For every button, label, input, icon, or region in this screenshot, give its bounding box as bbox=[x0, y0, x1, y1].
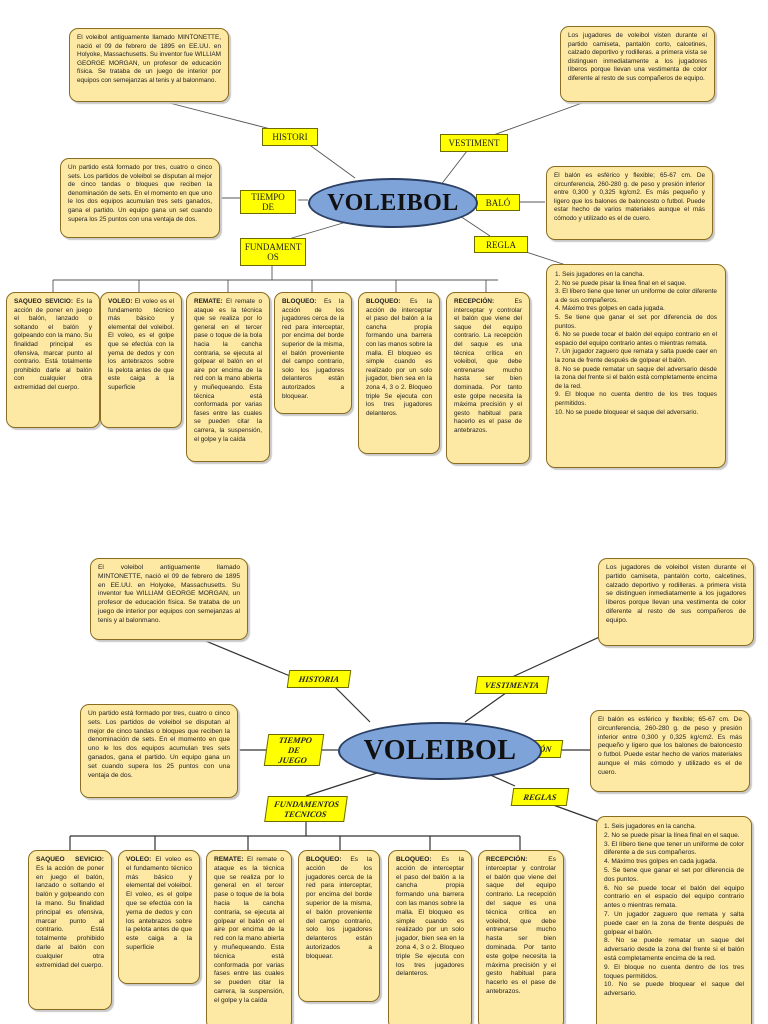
tag-vestimenta: VESTIMENTA bbox=[474, 676, 550, 694]
history-note: El voleibol antiguamente llamado MINTONE… bbox=[69, 28, 229, 102]
rules-note: 1. Seis jugadores en la cancha. 2. No se… bbox=[596, 816, 752, 1024]
tag-fundamentos: FUNDAMENTOS TECNICOS bbox=[264, 796, 348, 822]
rule-item: 4. Máximo tres golpes en cada jugada. bbox=[604, 858, 718, 866]
tag-historia: HISTORIA bbox=[286, 670, 352, 688]
rule-item: 10. No se puede bloquear el saque del ad… bbox=[555, 408, 699, 416]
clothing-note: Los jugadores de voleibol visten durante… bbox=[560, 26, 715, 102]
tag-tiempo: TIEMPO DE JUEGO bbox=[263, 734, 325, 766]
history-note: El voleibol antiguamente llamado MINTONE… bbox=[90, 558, 248, 640]
central-topic: VOLEIBOL bbox=[308, 178, 478, 228]
clothing-note: Los jugadores de voleibol visten durante… bbox=[598, 558, 754, 646]
tag-historia: HISTORI bbox=[262, 128, 318, 146]
rule-item: 6. No se puede tocar el balón del equipo… bbox=[604, 884, 744, 910]
rule-item: 8. No se puede rematar un saque del adve… bbox=[604, 937, 744, 962]
rule-item: 8. No se puede rematar un saque del adve… bbox=[555, 365, 717, 390]
rule-item: 9. El bloque no cuenta dentro de los tre… bbox=[555, 391, 717, 407]
block-note-1: BLOQUEO: Es la acción de los jugadores c… bbox=[274, 292, 352, 414]
rule-item: 1. Seis jugadores en la cancha. bbox=[555, 271, 645, 278]
game-time-note: Un partido está formado por tres, cuatro… bbox=[60, 158, 220, 238]
concept-map-bottom: El voleibol antiguamente llamado MINTONE… bbox=[0, 544, 768, 1024]
rules-list: 1. Seis jugadores en la cancha. 2. No se… bbox=[555, 271, 717, 417]
rule-item: 5. Se tiene que ganar el set por diferen… bbox=[555, 313, 717, 330]
central-topic: VOLEIBOL bbox=[338, 722, 542, 780]
tag-balon: BALÓ bbox=[476, 194, 520, 211]
tag-vestimenta: VESTIMENT bbox=[440, 134, 508, 152]
spike-note: REMATE: El remate o ataque es la técnica… bbox=[186, 292, 270, 462]
ball-note: El balón es esférico y flexible; 65-67 c… bbox=[590, 710, 750, 792]
concept-map-top: El voleibol antiguamente llamado MINTONE… bbox=[0, 18, 768, 508]
rule-item: 10. No se puede bloquear el saque del ad… bbox=[604, 981, 744, 998]
rule-item: 3. El líbero tiene que tener un uniforme… bbox=[604, 840, 744, 857]
spike-note: REMATE: El remate o ataque es la técnica… bbox=[206, 850, 292, 1024]
rule-item: 4. Máximo tres golpes en cada jugada. bbox=[555, 305, 665, 313]
rule-item: 3. El líbero tiene que tener un uniforme… bbox=[555, 288, 717, 304]
rule-item: 5. Se tiene que ganar el set por diferen… bbox=[604, 866, 744, 883]
ball-note: El balón es esférico y flexible; 65-67 c… bbox=[546, 166, 713, 240]
tag-tiempo: TIEMPO DE bbox=[240, 190, 296, 214]
rules-note: 1. Seis jugadores en la cancha. 2. No se… bbox=[546, 264, 726, 468]
volley-note: VOLEO: El voleo es el fundamento técnico… bbox=[100, 292, 182, 428]
serve-note: SAQUEO SEVICIO: Es la acción de poner en… bbox=[6, 292, 100, 428]
rule-item: 2. No se puede pisar la línea final en e… bbox=[555, 279, 687, 287]
rule-item: 7. Un jugador zaguero que remata y salta… bbox=[555, 348, 717, 364]
block-note-2: BLOQUEO: Es la acción de interceptar el … bbox=[358, 292, 440, 454]
rules-list: 1. Seis jugadores en la cancha. 2. No se… bbox=[604, 823, 744, 999]
block-note-2: BLOQUEO: Es la acción de interceptar el … bbox=[388, 850, 472, 1024]
serve-note: SAQUEO SEVICIO: Es la acción de poner en… bbox=[28, 850, 112, 1010]
volley-note: VOLEO: El voleo es el fundamento técnico… bbox=[118, 850, 200, 984]
rule-item: 2. No se puede pisar la línea final en e… bbox=[604, 831, 740, 839]
tag-reglas: REGLA bbox=[474, 236, 528, 253]
reception-note: RECEPCIÓN: Es interceptar y controlar el… bbox=[478, 850, 564, 1024]
game-time-note: Un partido está formado por tres, cuatro… bbox=[80, 704, 238, 798]
rule-item: 9. El bloque no cuenta dentro de los tre… bbox=[604, 963, 744, 980]
rule-item: 1. Seis jugadores en la cancha. bbox=[604, 823, 697, 830]
block-note-1: BLOQUEO: Es la acción de los jugadores c… bbox=[298, 850, 380, 1002]
tag-fundamentos: FUNDAMENT OS bbox=[240, 238, 306, 266]
rule-item: 6. No se puede tocar el balón del equipo… bbox=[555, 331, 717, 347]
tag-reglas: REGLAS bbox=[510, 788, 570, 806]
reception-note: RECEPCIÓN: Es interceptar y controlar el… bbox=[446, 292, 530, 464]
rule-item: 7. Un jugador zaguero que remata y salta… bbox=[604, 910, 744, 936]
